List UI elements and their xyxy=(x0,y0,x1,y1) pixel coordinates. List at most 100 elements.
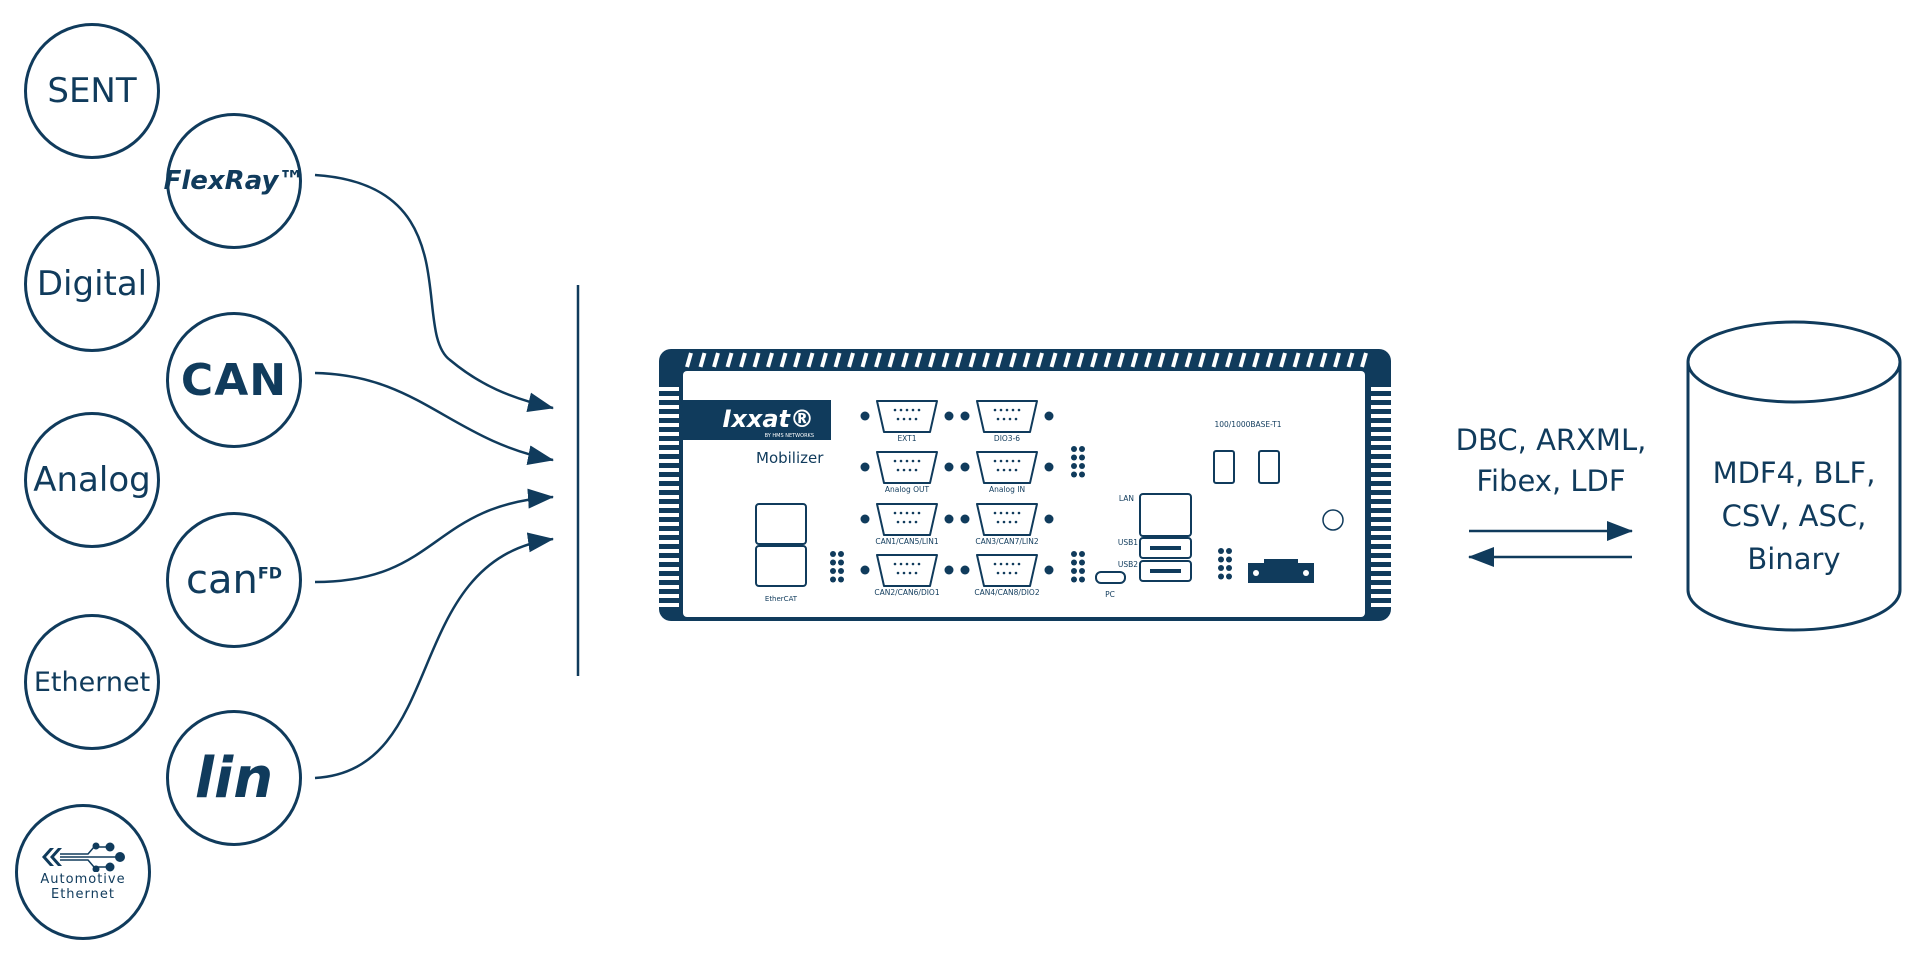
vent-dot xyxy=(1079,446,1085,452)
vent-dot xyxy=(1071,446,1077,452)
digital-label: Digital xyxy=(36,264,148,304)
pc-port xyxy=(1095,571,1126,584)
analog-label: Analog xyxy=(33,460,151,500)
arrow-flexray xyxy=(314,173,554,413)
vent-dot xyxy=(1071,454,1077,461)
dsub-port: Analog IN xyxy=(960,451,1054,494)
ethercat-ports xyxy=(755,503,807,587)
led-indicator xyxy=(1322,509,1344,531)
dsub-port: DIO3-6 xyxy=(960,400,1054,443)
vent-dot xyxy=(1218,556,1224,563)
dsub-port: CAN1/CAN5/LIN1 xyxy=(860,503,954,546)
vent-dot xyxy=(1079,454,1085,461)
canfd-logo: canFD xyxy=(186,557,282,603)
formats-in: DBC, ARXML, Fibex, LDF xyxy=(1440,420,1662,502)
port-label: CAN1/CAN5/LIN1 xyxy=(875,537,939,546)
arrow-canfd xyxy=(314,488,554,584)
vent-dot xyxy=(1226,565,1232,571)
can-circle: CAN xyxy=(166,312,302,448)
vent-dot xyxy=(1071,576,1077,583)
ethernet-sub-label: Ethernet xyxy=(51,887,115,902)
brand-label: Ixxat® xyxy=(722,405,814,433)
vent-dot xyxy=(1071,568,1077,574)
model-label: Mobilizer xyxy=(756,449,824,467)
port-label: DIO3-6 xyxy=(994,434,1020,443)
ethernet-circle: Ethernet xyxy=(24,614,160,750)
vent-dot xyxy=(1071,463,1077,469)
vent-dot xyxy=(1218,548,1224,554)
vent-dot xyxy=(1079,559,1085,566)
usb-ports xyxy=(1139,537,1192,582)
formats-in-line: Fibex, LDF xyxy=(1476,464,1626,498)
formats-out-line: MDF4, BLF, xyxy=(1712,456,1876,490)
flexray-circle: FlexRay™ xyxy=(163,113,305,249)
vent-dot xyxy=(1079,576,1085,583)
vent-dot xyxy=(1226,556,1232,563)
automotive-label: Automotive xyxy=(40,872,126,887)
vent-dot xyxy=(838,576,844,583)
sent-label: SENT xyxy=(47,71,137,111)
dsub-port: CAN2/CAN6/DIO1 xyxy=(860,554,954,597)
formats-out-line: Binary xyxy=(1747,542,1841,576)
vent-dot xyxy=(1226,573,1232,580)
vent-dot xyxy=(1218,565,1224,571)
automotive-ethernet-icon xyxy=(42,842,125,872)
canfd-text: can xyxy=(185,557,258,603)
vent-dot xyxy=(830,559,836,566)
vent-dot xyxy=(838,568,844,574)
port-label: CAN4/CAN8/DIO2 xyxy=(974,588,1039,597)
port-label: CAN3/CAN7/LIN2 xyxy=(975,537,1039,546)
vent-dot xyxy=(1218,573,1224,580)
vent-dot xyxy=(838,559,844,566)
analog-circle: Analog xyxy=(24,412,160,548)
port-label: Analog IN xyxy=(989,485,1025,494)
ixxat-logo xyxy=(683,400,831,440)
mobilizer-device: Ixxat® BY HMS NETWORKS Mobilizer EXT1 DIO… xyxy=(659,349,1391,621)
t1-ports xyxy=(1213,450,1280,484)
automotive-ethernet-circle: Automotive Ethernet xyxy=(15,804,151,940)
formats-out-line: CSV, ASC, xyxy=(1721,499,1867,533)
vent-dot xyxy=(1079,463,1085,469)
dsub-port: EXT1 xyxy=(860,400,954,443)
vent-dot xyxy=(1071,551,1077,557)
vent-dot xyxy=(1079,471,1085,478)
vent-dot xyxy=(1226,548,1232,554)
usb2-label: USB2 xyxy=(1118,560,1138,569)
usb1-label: USB1 xyxy=(1118,538,1138,547)
sent-circle: SENT xyxy=(24,23,160,159)
lan-label: LAN xyxy=(1119,494,1134,503)
vent-dot xyxy=(838,551,844,557)
t1-label: 100/1000BASE-T1 xyxy=(1214,420,1281,429)
vent-dot xyxy=(830,576,836,583)
dsub-port: CAN3/CAN7/LIN2 xyxy=(960,503,1054,546)
power-connector xyxy=(1248,559,1314,583)
lan-port xyxy=(1139,493,1192,537)
port-label: CAN2/CAN6/DIO1 xyxy=(874,588,939,597)
formats-in-line: DBC, ARXML, xyxy=(1455,423,1647,457)
lin-logo: lin xyxy=(194,745,274,811)
dsub-port: Analog OUT xyxy=(860,451,954,494)
port-label: EXT1 xyxy=(897,434,916,443)
vent-dot xyxy=(830,568,836,574)
arrow-lin xyxy=(314,532,554,780)
vent-dot xyxy=(1079,551,1085,557)
can-logo: CAN xyxy=(180,354,288,406)
port-label: Analog OUT xyxy=(885,485,930,494)
digital-circle: Digital xyxy=(24,216,160,352)
vent-dot xyxy=(1071,559,1077,566)
vent-dot xyxy=(1079,568,1085,574)
vent-dot xyxy=(830,551,836,557)
canfd-sup: FD xyxy=(257,563,283,583)
vent-dot xyxy=(1071,471,1077,478)
ethernet-label: Ethernet xyxy=(33,666,151,698)
canfd-circle: canFD xyxy=(166,512,302,648)
formats-out: MDF4, BLF, CSV, ASC, Binary xyxy=(1688,452,1900,581)
arrow-can xyxy=(314,371,554,466)
lin-circle: lin xyxy=(166,710,302,846)
brand-sub: BY HMS NETWORKS xyxy=(765,433,814,439)
database-icon xyxy=(1686,320,1902,632)
flexray-logo: FlexRay™ xyxy=(163,166,305,196)
ethercat-label: EtherCAT xyxy=(765,595,798,603)
dsub-port: CAN4/CAN8/DIO2 xyxy=(960,554,1054,597)
